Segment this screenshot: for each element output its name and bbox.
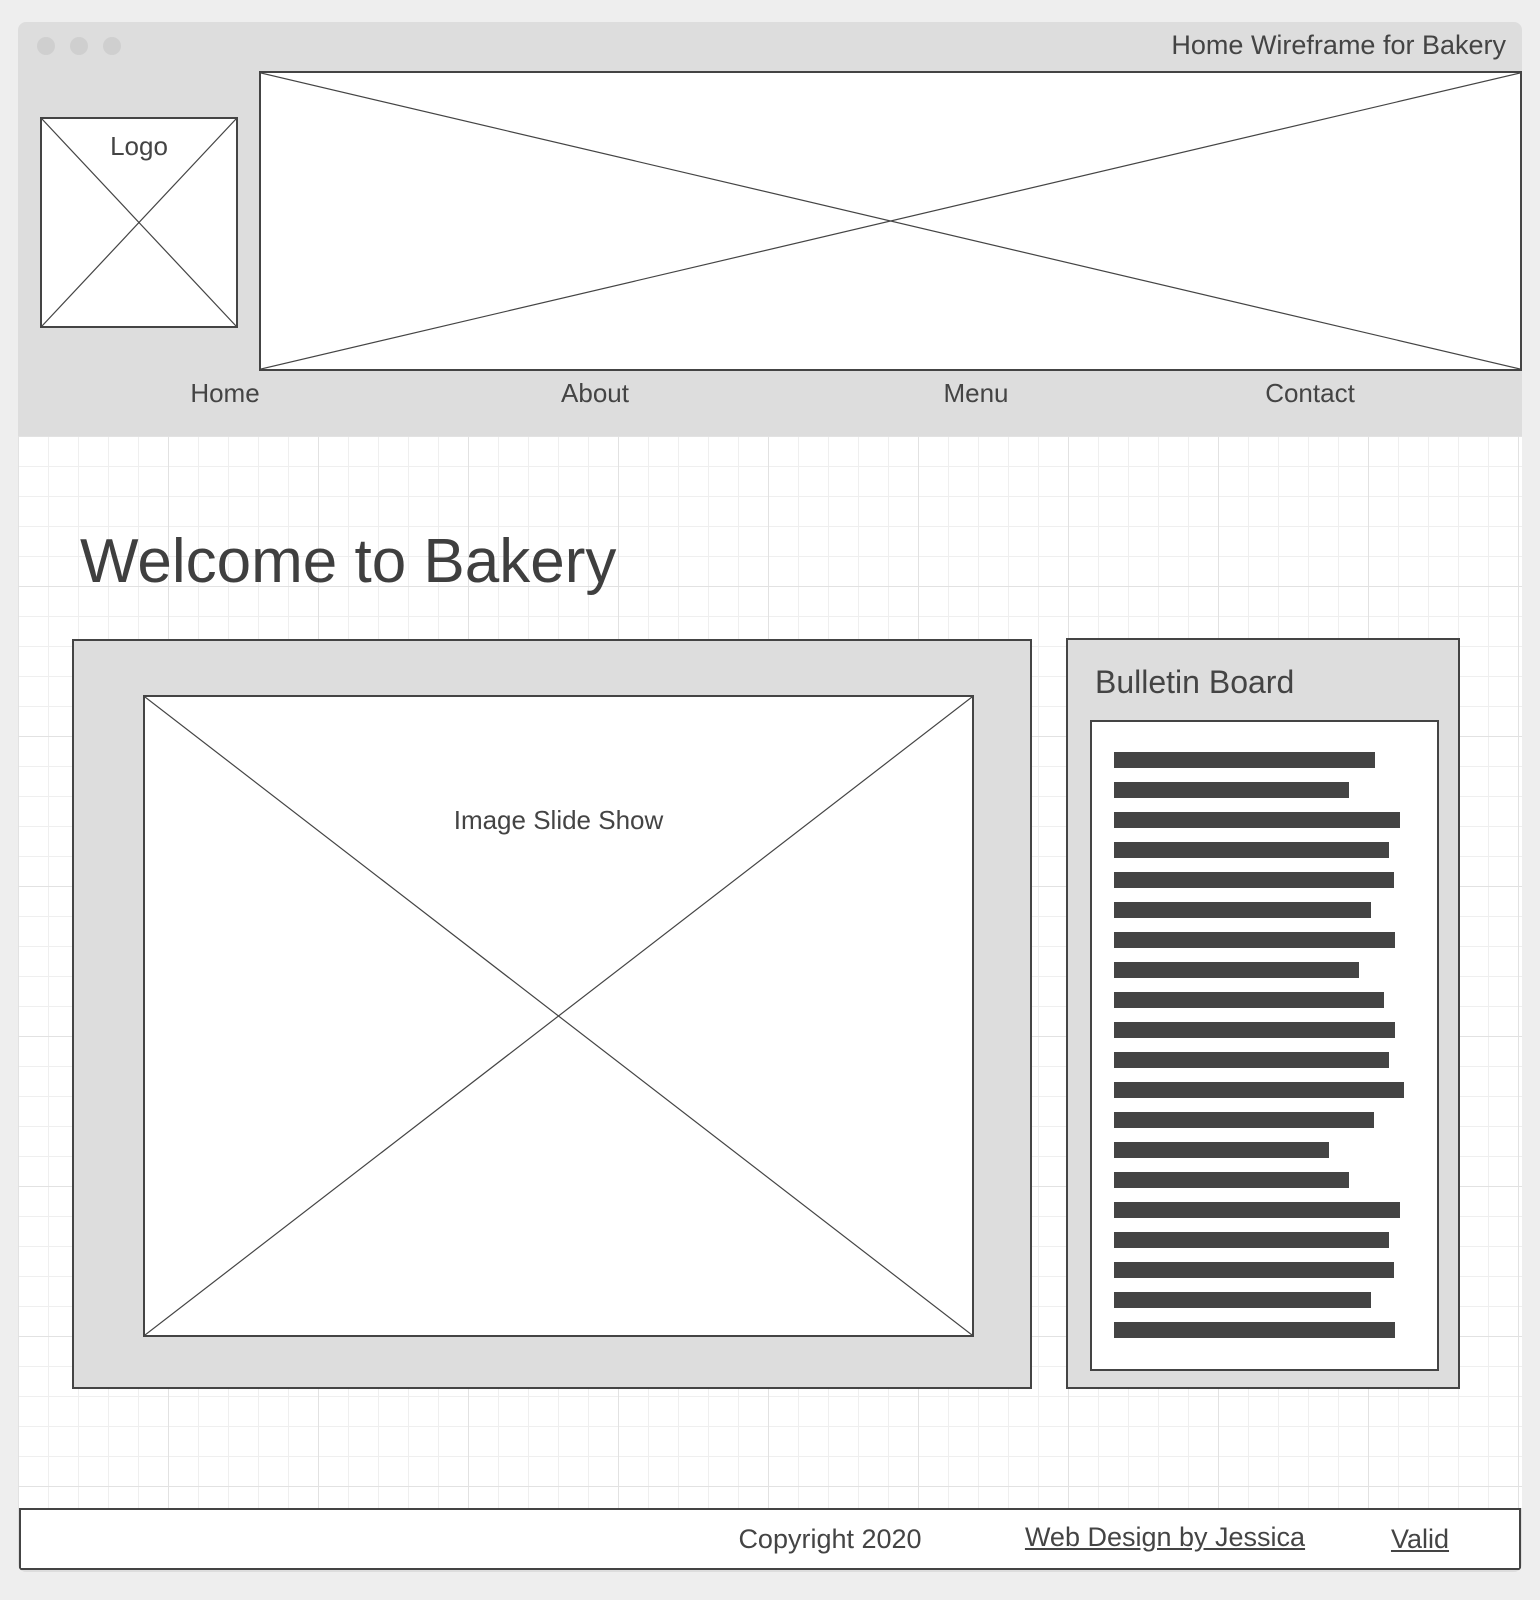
placeholder-text-line	[1114, 992, 1384, 1008]
placeholder-text-line	[1114, 842, 1389, 858]
bulletin-board-panel: Bulletin Board	[1066, 638, 1460, 1389]
logo-label: Logo	[110, 131, 168, 161]
placeholder-cross-icon	[145, 697, 972, 1335]
valid-link[interactable]: Valid	[1390, 1524, 1450, 1554]
placeholder-text-line	[1114, 782, 1349, 798]
copyright-text: Copyright 2020	[738, 1524, 922, 1554]
window-close-dot[interactable]	[37, 37, 55, 55]
page-heading: Welcome to Bakery	[80, 527, 617, 596]
placeholder-text-line	[1114, 1112, 1374, 1128]
bulletin-board-title: Bulletin Board	[1095, 664, 1295, 700]
placeholder-text-line	[1114, 752, 1375, 768]
placeholder-text-line	[1114, 1142, 1329, 1158]
placeholder-text-line	[1114, 1052, 1389, 1068]
nav-contact[interactable]: Contact	[1265, 378, 1355, 408]
window-maximize-dot[interactable]	[103, 37, 121, 55]
placeholder-cross-icon	[261, 73, 1520, 369]
placeholder-text-line	[1114, 1022, 1395, 1038]
image-slideshow[interactable]: Image Slide Show	[143, 695, 974, 1337]
bulletin-board-content	[1090, 720, 1439, 1371]
logo-placeholder[interactable]: Logo	[40, 117, 238, 328]
placeholder-text-line	[1114, 1322, 1395, 1338]
window-title: Home Wireframe for Bakery	[1171, 30, 1506, 60]
placeholder-text-line	[1114, 1262, 1394, 1278]
placeholder-text-line	[1114, 932, 1395, 948]
banner-image-placeholder	[259, 71, 1522, 371]
placeholder-text-line	[1114, 1172, 1349, 1188]
footer: Copyright 2020 Web Design by Jessica Val…	[19, 1508, 1521, 1570]
placeholder-text-line	[1114, 902, 1371, 918]
slideshow-label: Image Slide Show	[453, 805, 664, 835]
placeholder-text-line	[1114, 812, 1400, 828]
placeholder-text-line	[1114, 1202, 1400, 1218]
placeholder-text-line	[1114, 1082, 1404, 1098]
slideshow-panel: Image Slide Show	[72, 639, 1032, 1389]
nav-menu[interactable]: Menu	[943, 378, 1009, 408]
credit-link[interactable]: Web Design by Jessica	[1024, 1522, 1306, 1552]
placeholder-text-line	[1114, 1232, 1389, 1248]
nav-about[interactable]: About	[561, 378, 629, 408]
browser-window: Home Wireframe for Bakery Logo Home Abou…	[18, 22, 1522, 1572]
placeholder-cross-icon	[42, 119, 236, 326]
content-area: Welcome to Bakery Image Slide Show Bulle…	[18, 436, 1522, 1508]
placeholder-text-line	[1114, 962, 1359, 978]
nav-home[interactable]: Home	[190, 378, 260, 408]
placeholder-text-line	[1114, 872, 1394, 888]
placeholder-text-line	[1114, 1292, 1371, 1308]
window-minimize-dot[interactable]	[70, 37, 88, 55]
